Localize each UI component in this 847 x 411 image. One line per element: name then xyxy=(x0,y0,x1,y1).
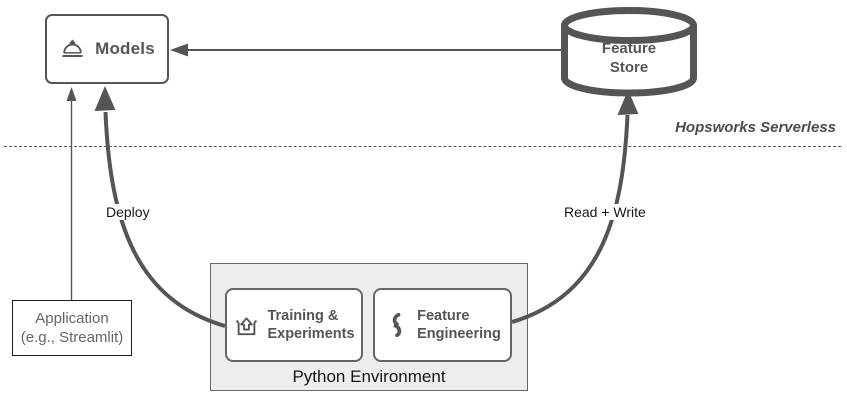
application-label-line1: Application xyxy=(35,310,109,327)
edge-label-deploy: Deploy xyxy=(103,204,153,220)
feature-engineering-label-line2: Engineering xyxy=(417,326,501,342)
python-environment-label: Python Environment xyxy=(292,367,446,386)
serving-cloche-icon xyxy=(62,39,83,57)
training-experiments-label: Training & Experiments xyxy=(267,307,354,343)
node-feature-store: Feature Store xyxy=(561,7,697,100)
node-models: Models xyxy=(45,14,169,84)
node-application: Application (e.g., Streamlit) xyxy=(12,300,132,356)
edge-feature-store-to-models xyxy=(170,43,566,57)
training-experiments-label-line1: Training & xyxy=(267,308,339,324)
transform-curves-icon xyxy=(392,312,402,338)
edge-label-read-write: Read + Write xyxy=(561,204,649,220)
feature-engineering-label: Feature Engineering xyxy=(417,307,501,343)
region-label-hopsworks-serverless: Hopsworks Serverless xyxy=(675,119,836,136)
database-cylinder-icon xyxy=(561,7,697,97)
edge-application-to-models xyxy=(66,87,77,300)
models-label: Models xyxy=(95,39,155,58)
node-feature-engineering: Feature Engineering xyxy=(373,288,512,362)
feature-store-label: Feature Store xyxy=(561,39,697,77)
feature-store-label-line1: Feature xyxy=(601,40,657,57)
training-experiments-label-line2: Experiments xyxy=(267,326,355,342)
application-label-line2: (e.g., Streamlit) xyxy=(20,329,124,346)
feature-engineering-label-line1: Feature xyxy=(417,308,470,324)
unarchive-upload-box-icon xyxy=(236,316,258,335)
serverless-boundary-dashed-line xyxy=(4,146,841,147)
feature-store-label-line2: Store xyxy=(609,59,649,76)
node-training-experiments: Training & Experiments xyxy=(225,288,363,362)
